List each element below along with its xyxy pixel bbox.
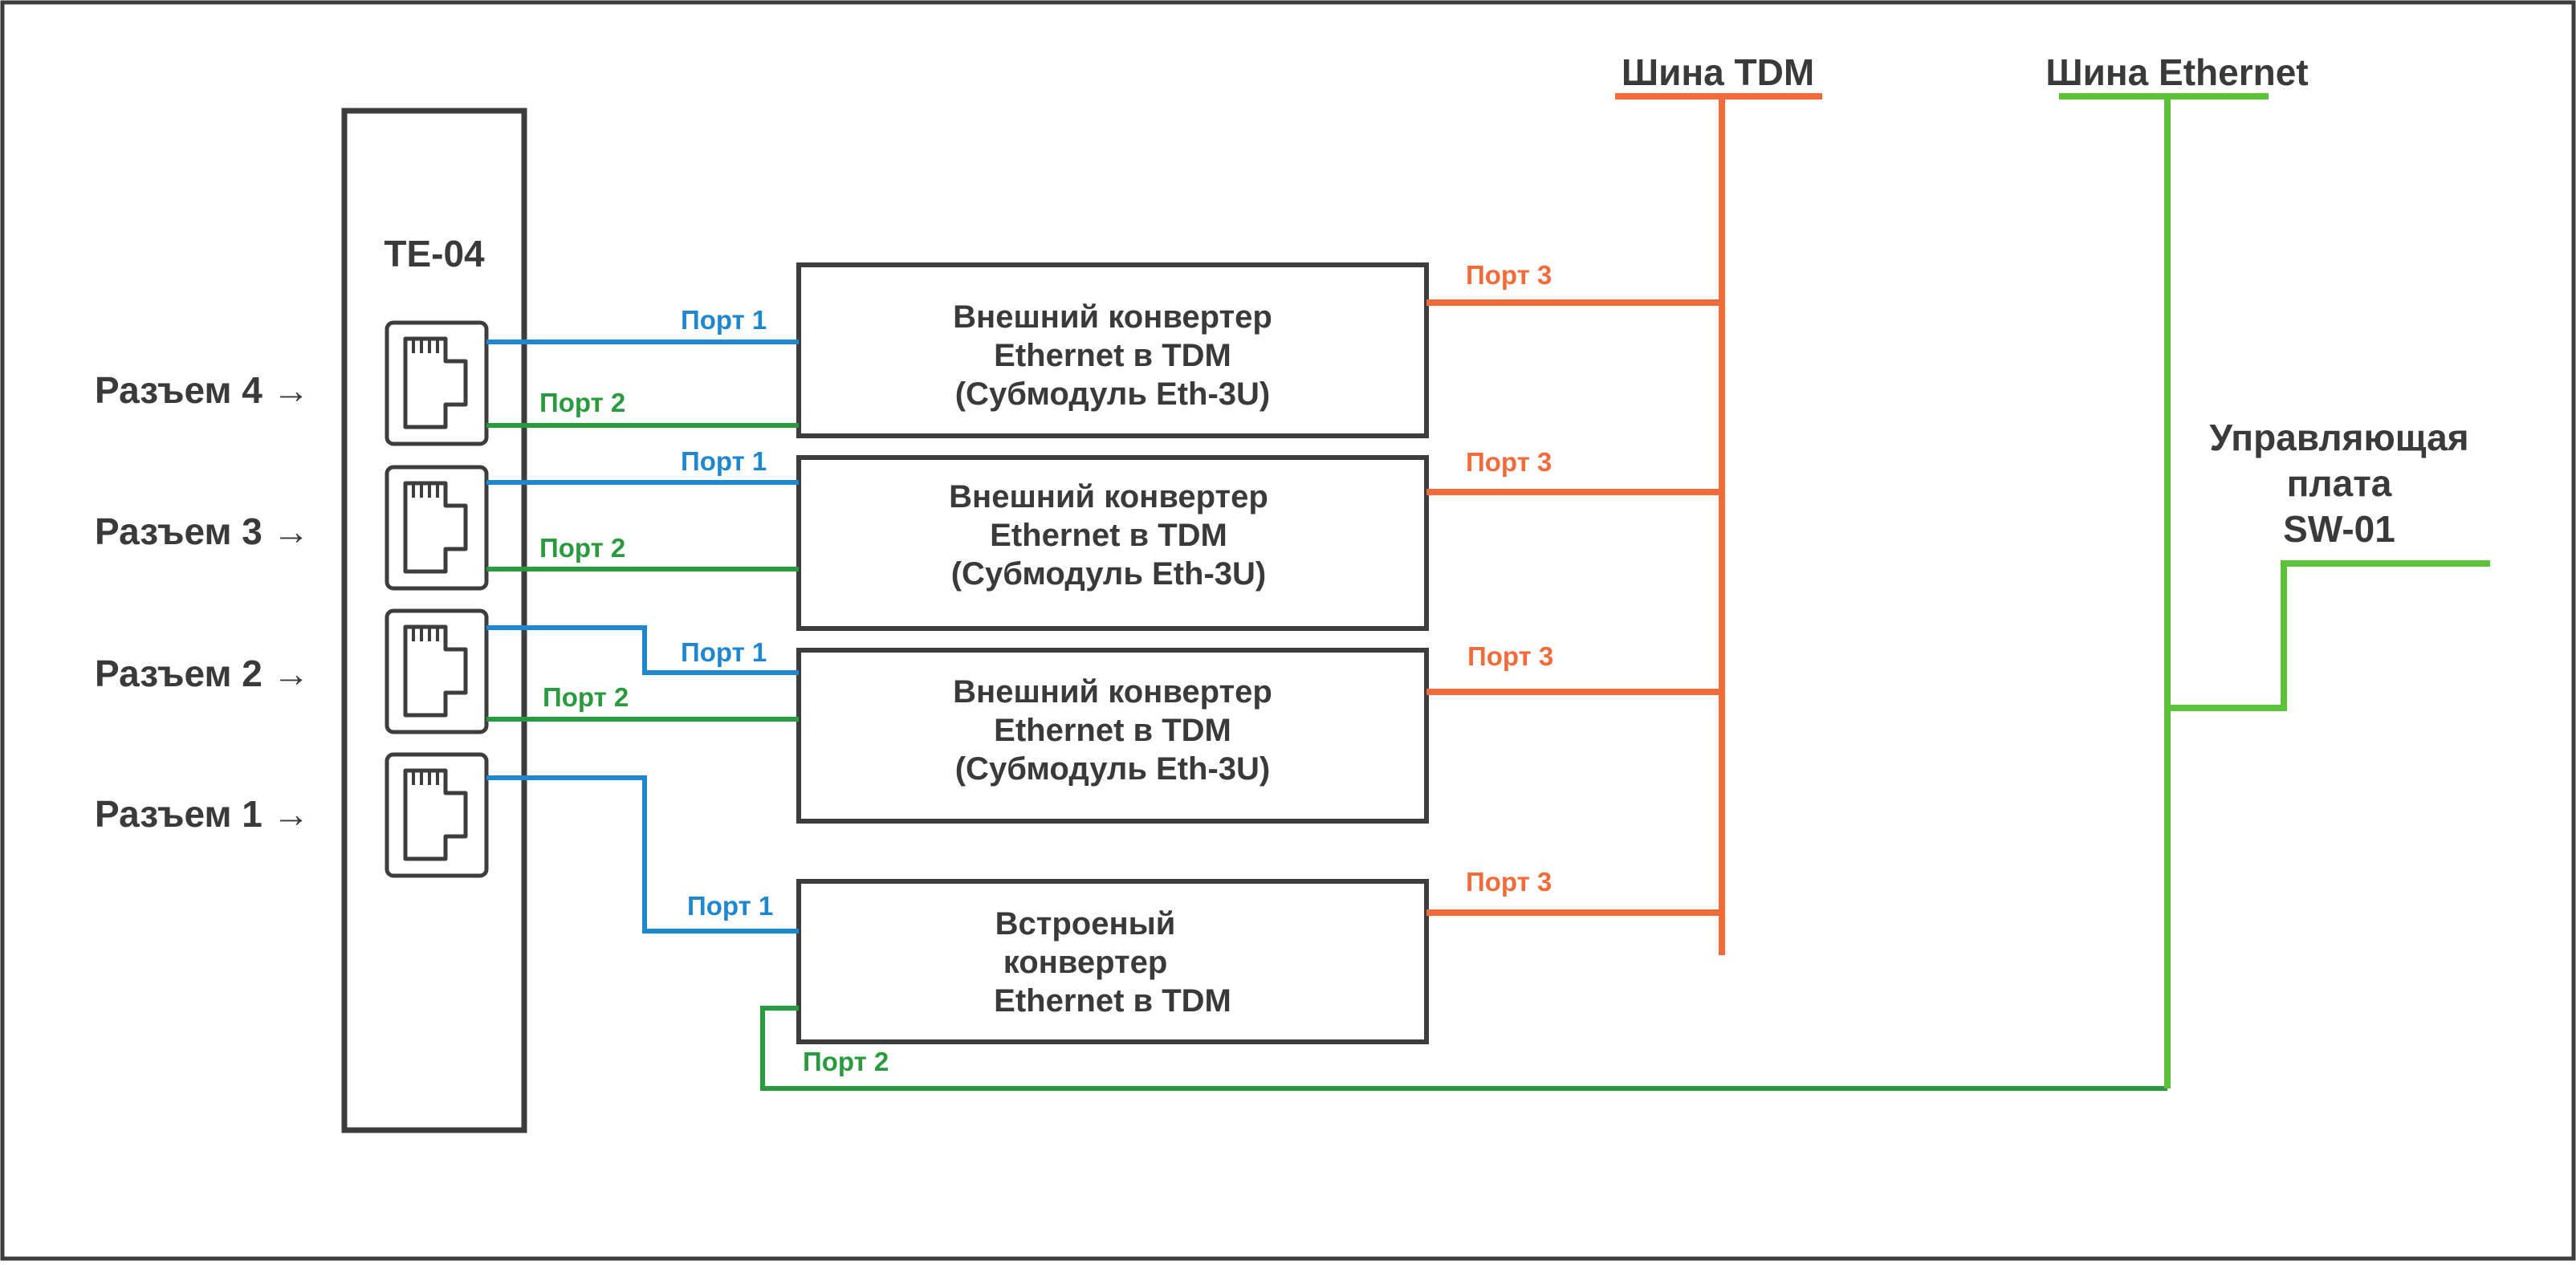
connector-label-3: Разъем 3 → bbox=[95, 510, 310, 552]
connector-label-2: Разъем 2 → bbox=[95, 653, 310, 694]
port3-label-2: Порт 3 bbox=[1466, 447, 1552, 477]
port1-label-2: Порт 1 bbox=[681, 637, 767, 667]
converter-2-line-1: Внешний конвертер bbox=[949, 479, 1268, 515]
converter-3-line-3: (Субмодуль Eth-3U) bbox=[955, 751, 1271, 787]
converter-2-line-3: (Субмодуль Eth-3U) bbox=[951, 556, 1267, 592]
port1-label-1: Порт 1 bbox=[687, 891, 773, 921]
converter-1-line-1: Внешний конвертер bbox=[953, 299, 1272, 335]
port2-label-2: Порт 2 bbox=[543, 682, 629, 712]
converter-1-line-3: (Субмодуль Eth-3U) bbox=[955, 376, 1271, 412]
port1-label-4: Порт 1 bbox=[681, 305, 767, 335]
ethernet-port-icon bbox=[403, 481, 468, 574]
ethernet-port-icon bbox=[403, 336, 468, 429]
converter-1-line-2: Ethernet в TDM bbox=[994, 338, 1231, 373]
ethernet-port-icon bbox=[403, 768, 468, 861]
connector-label-1: Разъем 1 → bbox=[95, 793, 310, 835]
port2-label-4: Порт 2 bbox=[539, 388, 625, 417]
ethernet-port-icon bbox=[403, 624, 468, 718]
ethernet-bus-label: Шина Ethernet bbox=[2045, 51, 2308, 93]
converter-box-4 bbox=[796, 879, 1429, 1044]
rj45-port-4 bbox=[385, 320, 489, 446]
port2-label-1: Порт 2 bbox=[803, 1047, 889, 1076]
converter-4-line-3: Ethernet в TDM bbox=[994, 983, 1231, 1019]
port3-label-1: Порт 3 bbox=[1466, 260, 1552, 290]
port2-link-1 bbox=[760, 1006, 2167, 1091]
converter-box-3 bbox=[796, 648, 1429, 824]
converter-4-line-1: Встроеный bbox=[995, 906, 1176, 942]
device-title: TE-04 bbox=[384, 233, 485, 275]
port3-label-4: Порт 3 bbox=[1466, 867, 1552, 897]
control-board-line-3: SW-01 bbox=[2283, 508, 2395, 550]
tdm-bus-label: Шина TDM bbox=[1622, 51, 1814, 93]
control-board-link bbox=[2167, 560, 2490, 711]
rj45-port-2 bbox=[385, 608, 489, 734]
port3-label-3: Порт 3 bbox=[1467, 641, 1553, 671]
converter-4-line-2: конвертер bbox=[1003, 945, 1168, 980]
converter-2-line-2: Ethernet в TDM bbox=[990, 518, 1227, 553]
rj45-port-3 bbox=[385, 465, 489, 591]
port1-label-3: Порт 1 bbox=[681, 446, 767, 476]
connector-label-4: Разъем 4 → bbox=[95, 369, 310, 411]
device-te04-body bbox=[341, 108, 527, 1133]
control-board-line-1: Управляющая bbox=[2209, 417, 2468, 458]
converter-box-2 bbox=[796, 455, 1429, 631]
rj45-port-1 bbox=[385, 752, 489, 878]
port2-label-3: Порт 2 bbox=[539, 533, 625, 563]
port1-link-2 bbox=[486, 625, 799, 675]
converter-3-line-2: Ethernet в TDM bbox=[994, 713, 1231, 748]
control-board-line-2: плата bbox=[2287, 462, 2392, 504]
port1-link-1 bbox=[486, 775, 799, 933]
converter-3-line-1: Внешний конвертер bbox=[953, 674, 1272, 710]
converter-box-1 bbox=[796, 262, 1429, 438]
